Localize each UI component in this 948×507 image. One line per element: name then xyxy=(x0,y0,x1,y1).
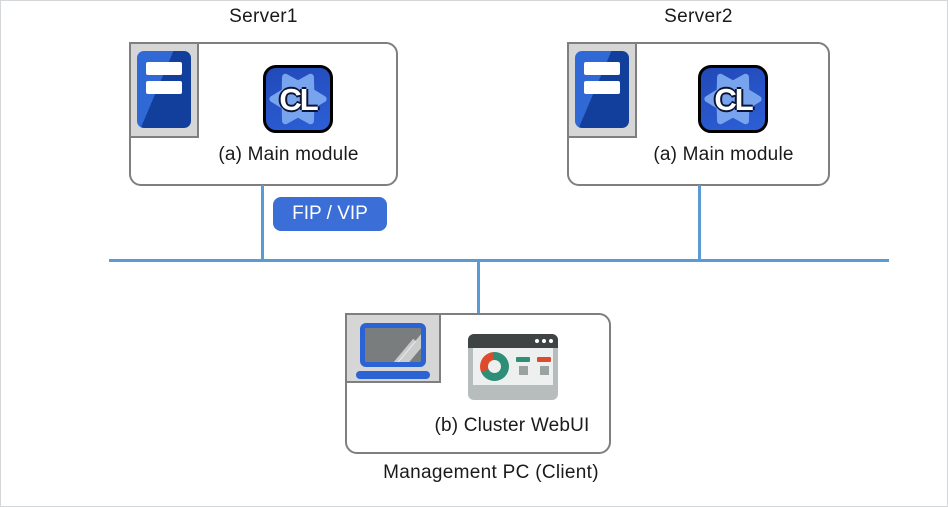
tower-slot-bar xyxy=(146,62,182,75)
management-pc-caption: Management PC (Client) xyxy=(383,462,599,483)
legend-item-red xyxy=(537,357,551,375)
server-tower-icon xyxy=(575,51,629,128)
webui-browser-icon xyxy=(468,334,558,400)
browser-content xyxy=(473,348,553,385)
fip-vip-badge: FIP / VIP xyxy=(273,197,387,231)
server2-box: CL (a) Main module xyxy=(567,42,830,186)
server1-module-label: (a) Main module xyxy=(218,144,359,165)
legend-item-teal xyxy=(516,357,530,375)
server1-tower-icon-frame xyxy=(129,42,199,138)
laptop-base xyxy=(356,371,430,379)
server1-box: CL (a) Main module xyxy=(129,42,398,186)
cluster-app-initials: CL xyxy=(714,82,753,117)
management-pc-box: (b) Cluster WebUI xyxy=(345,313,611,454)
donut-chart-icon xyxy=(480,352,509,381)
cluster-app-initials: CL xyxy=(279,82,318,117)
laptop-icon xyxy=(360,323,426,367)
server1-network-drop-line xyxy=(261,185,264,260)
tower-slot-bar xyxy=(146,81,182,94)
server2-module-label: (a) Main module xyxy=(653,144,794,165)
cluster-app-icon: CL xyxy=(263,65,333,133)
management-pc-drop-line xyxy=(477,261,480,314)
management-module-label: (b) Cluster WebUI xyxy=(434,415,590,436)
gear-splash-icon xyxy=(269,73,327,125)
server2-title: Server2 xyxy=(664,6,733,27)
network-bus-line xyxy=(109,259,889,262)
server2-tower-icon-frame xyxy=(567,42,637,138)
tower-slot-bar xyxy=(584,62,620,75)
browser-titlebar xyxy=(468,334,558,348)
tower-slot-bar xyxy=(584,81,620,94)
server-tower-icon xyxy=(137,51,191,128)
server1-title: Server1 xyxy=(229,6,298,27)
browser-dots-icon xyxy=(535,339,553,343)
gear-splash-icon xyxy=(704,73,762,125)
cluster-app-icon: CL xyxy=(698,65,768,133)
server2-network-drop-line xyxy=(698,185,701,260)
laptop-icon-frame xyxy=(345,313,441,383)
